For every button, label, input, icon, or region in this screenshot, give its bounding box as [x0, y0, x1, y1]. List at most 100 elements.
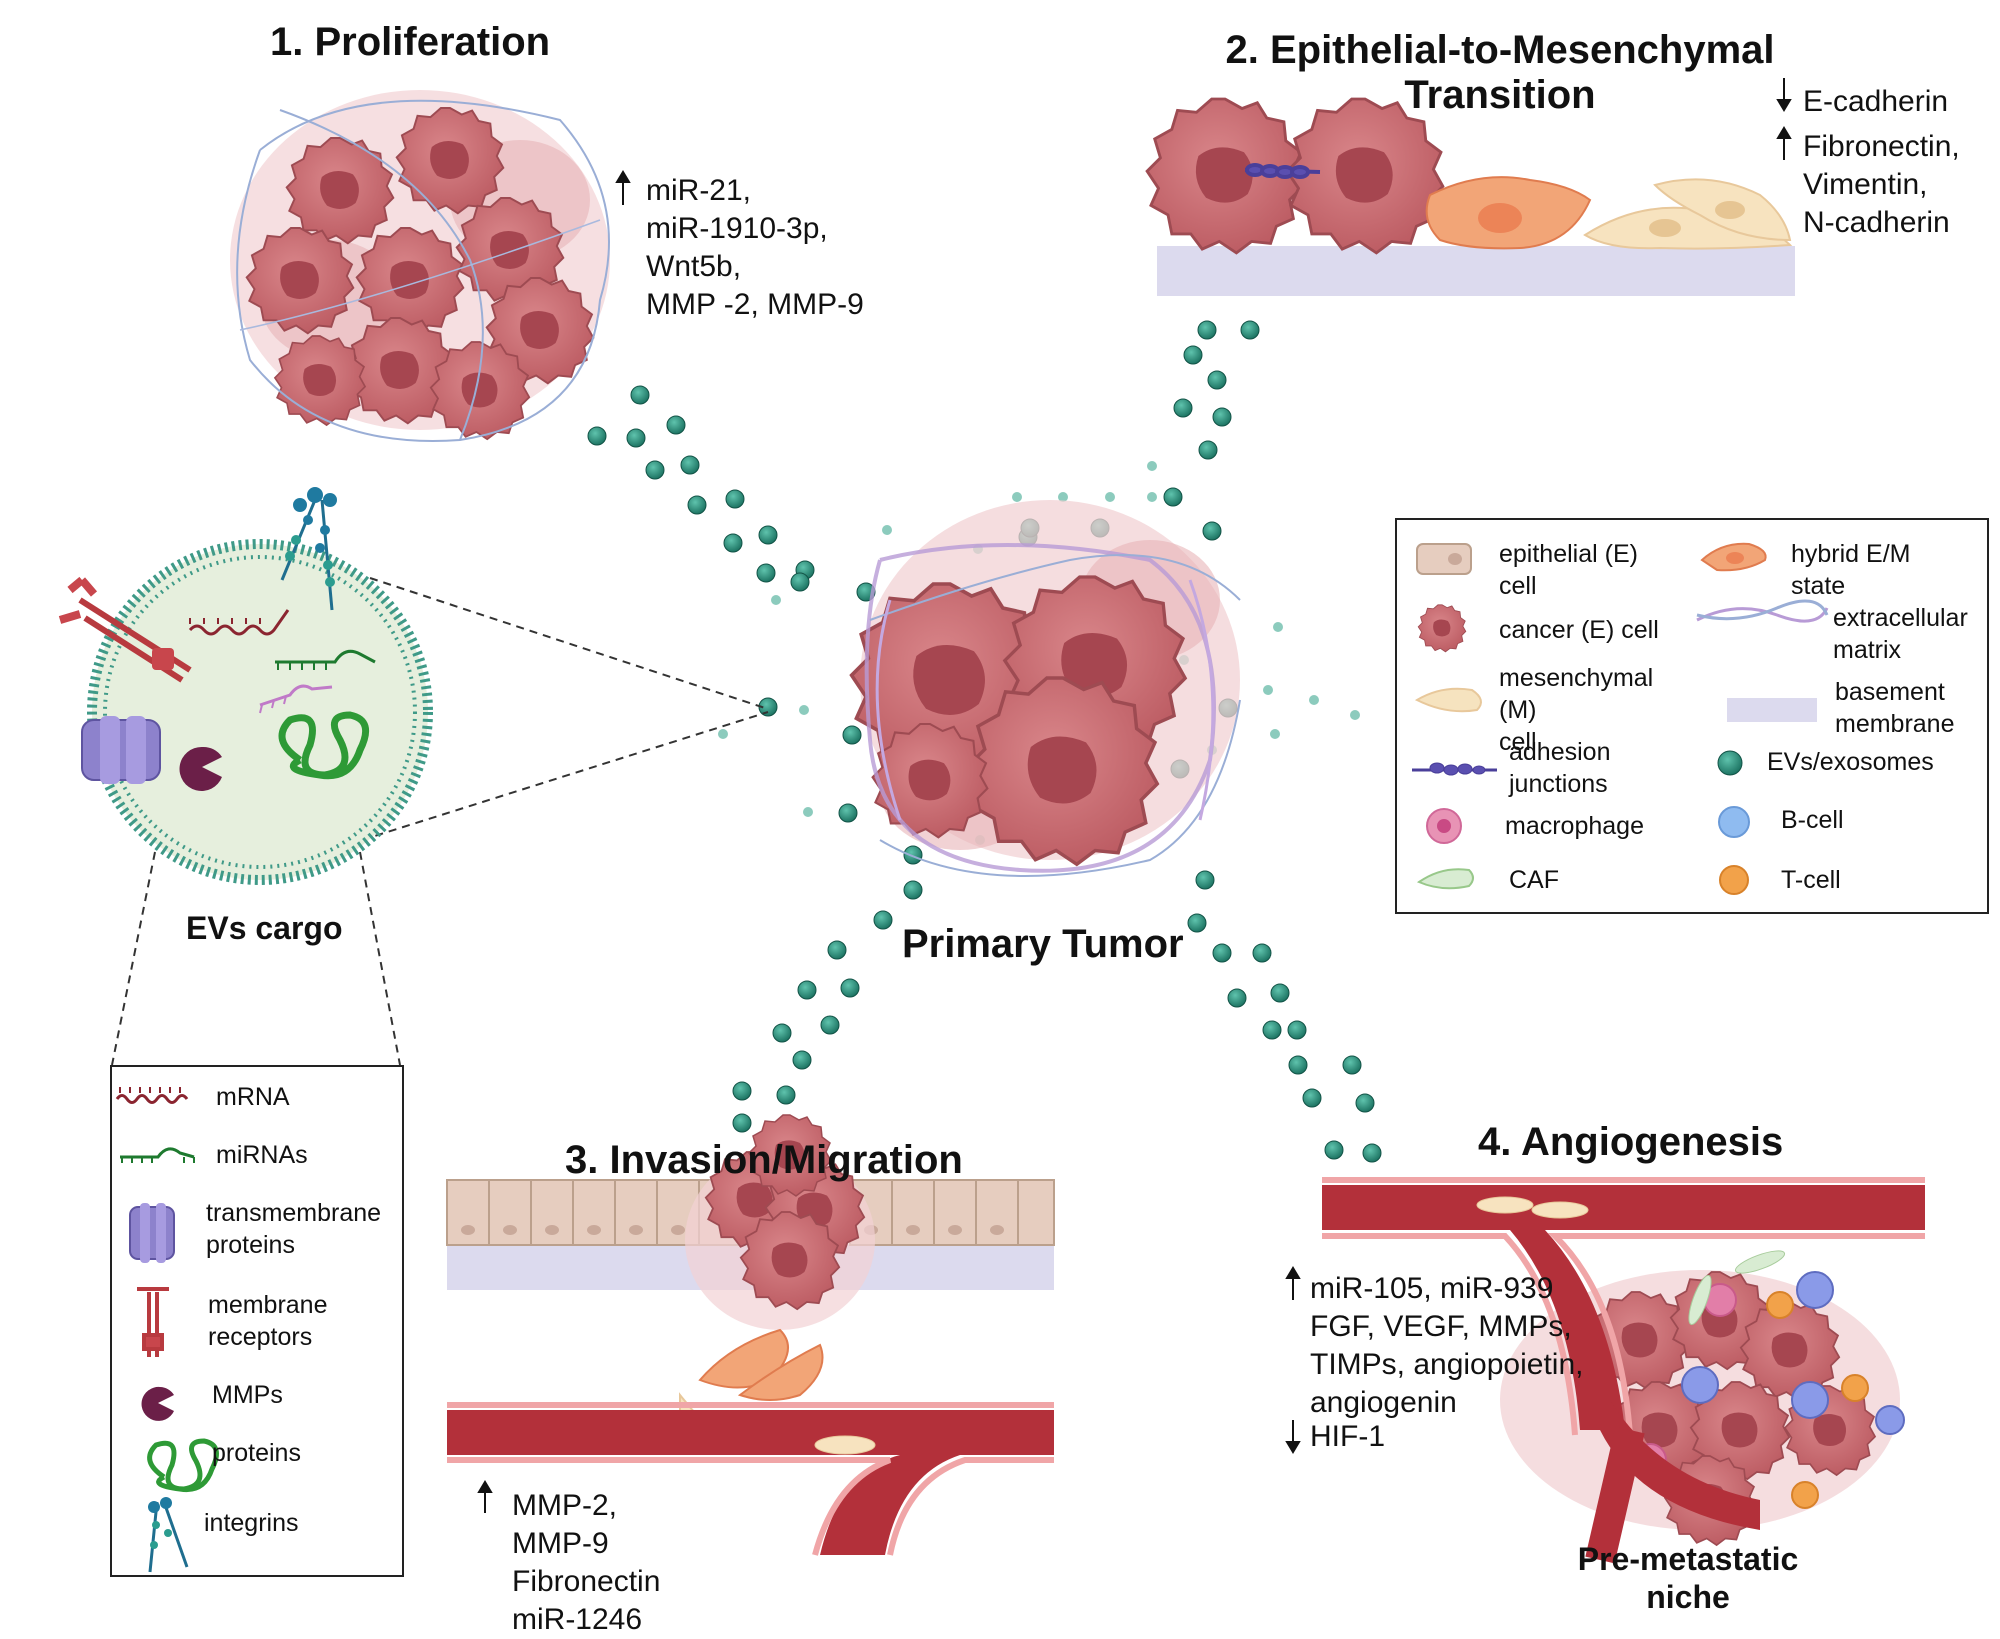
title-invasion: 3. Invasion/Migration: [565, 1138, 963, 1182]
epithelial-cell-icon: [1416, 543, 1472, 575]
evs-exosomes-icon: [1717, 750, 1743, 776]
invasion-marker: miR-1246: [512, 1603, 643, 1636]
proliferation-markers: miR-21, miR-1910-3p, Wnt5b, MMP -2, MMP-…: [646, 172, 864, 324]
legend-evs-exosomes: EVs/exosomes: [1767, 748, 1934, 776]
cargo-text: transmembrane: [206, 1199, 382, 1227]
invasion-marker: Fibronectin: [512, 1565, 661, 1598]
angiogenesis-marker-down: HIF-1: [1310, 1420, 1385, 1453]
emt-marker-up: Fibronectin,: [1803, 130, 1960, 163]
legend-text: adhesion: [1509, 738, 1611, 766]
legend-text: epithelial (E): [1499, 540, 1638, 568]
proteins-icon: [147, 1438, 219, 1493]
b-cell-icon: [1718, 806, 1750, 838]
cargo-proteins: proteins: [212, 1439, 301, 1467]
legend-text: membrane: [1835, 710, 1955, 738]
membrane-receptors-icon: [137, 1287, 169, 1357]
adhesion-junction: [1244, 163, 1321, 179]
title-proliferation: 1. Proliferation: [270, 20, 551, 64]
t-cell-icon: [1719, 865, 1749, 895]
cancer-cell-icon: [1417, 604, 1467, 653]
premetastatic-line2: niche: [1646, 1579, 1730, 1615]
adhesion-junction-icon: [1412, 762, 1497, 776]
legend-adhesion-junctions: adhesion junctions: [1509, 736, 1610, 800]
cell-legend-icons: [1412, 542, 1829, 895]
emt-illustration: [1145, 97, 1795, 296]
emt-marker-down: E-cadherin: [1803, 85, 1949, 118]
angiogenesis-markers-up: miR-105, miR-939 FGF, VEGF, MMPs, TIMPs,…: [1310, 1270, 1583, 1422]
legend-cancer-cell: cancer (E) cell: [1499, 616, 1659, 644]
emt-marker-up: Vimentin,: [1803, 168, 1928, 201]
proliferation-marker: Wnt5b,: [646, 250, 742, 283]
legend-t-cell: T-cell: [1781, 866, 1841, 894]
invasion-marker: MMP-9: [512, 1527, 609, 1560]
legend-macrophage: macrophage: [1505, 812, 1644, 840]
invasion-marker: MMP-2,: [512, 1489, 617, 1522]
basement-membrane-emt: [1157, 246, 1795, 296]
cargo-mirnas: miRNAs: [216, 1141, 308, 1169]
angiogenesis-marker-up: TIMPs, angiopoietin,: [1310, 1348, 1584, 1381]
cargo-integrins: integrins: [204, 1509, 299, 1537]
legend-text: cell: [1499, 572, 1537, 600]
cargo-mrna: mRNA: [216, 1083, 290, 1111]
mesenchymal-cell-icon: [1414, 687, 1482, 713]
title-evs-cargo: EVs cargo: [186, 910, 343, 946]
primary-tumor-illustration: [849, 500, 1241, 877]
cargo-membrane-receptors: membrane receptors: [208, 1289, 328, 1353]
legend-text: matrix: [1833, 636, 1902, 664]
mmps-icon: [141, 1386, 174, 1421]
title-emt: 2. Epithelial-to-Mesenchymal Transition: [1180, 28, 1820, 118]
proliferation-tumor-illustration: [230, 90, 610, 442]
legend-text: state: [1791, 572, 1846, 600]
legend-text: mesenchymal: [1499, 664, 1654, 692]
invasion-illustration: [446, 1114, 1055, 1556]
cargo-mmps: MMPs: [212, 1381, 283, 1409]
cargo-text: proteins: [206, 1231, 295, 1259]
legend-b-cell: B-cell: [1781, 806, 1844, 834]
premetastatic-line1: Pre-metastatic: [1577, 1541, 1799, 1577]
cargo-legend: mRNA miRNAs transmembrane proteins membr…: [110, 1065, 404, 1577]
legend-hybrid-state: hybrid E/M state: [1791, 538, 1910, 602]
title-premetastatic-niche: Pre-metastatic niche: [1548, 1540, 1828, 1616]
transmembrane-proteins-icon: [129, 1203, 175, 1263]
proliferation-marker: miR-1910-3p,: [646, 212, 828, 245]
extracellular-matrix-icon: [1696, 599, 1829, 623]
emt-marker-up: N-cadherin: [1803, 206, 1950, 239]
legend-text: cell: [1499, 728, 1537, 756]
legend-text: hybrid E/M: [1791, 540, 1911, 568]
title-angiogenesis: 4. Angiogenesis: [1478, 1120, 1784, 1164]
ev-vesicle-illustration: [58, 487, 769, 1066]
angiogenesis-marker-up: FGF, VEGF, MMPs,: [1310, 1310, 1572, 1343]
cell-legend: epithelial (E) cell cancer (E) cell mese…: [1395, 518, 1989, 914]
mrna-icon: [115, 1087, 189, 1104]
legend-caf: CAF: [1509, 866, 1559, 894]
mirnas-icon: [120, 1147, 195, 1163]
macrophage-icon: [1426, 808, 1462, 844]
proliferation-marker: miR-21,: [646, 174, 752, 207]
legend-extracellular-matrix: extracellular matrix: [1833, 602, 1968, 666]
emt-markers-up: Fibronectin, Vimentin, N-cadherin: [1803, 128, 1960, 242]
legend-epithelial-cell: epithelial (E) cell: [1499, 538, 1638, 602]
cargo-text: membrane: [208, 1291, 328, 1319]
basement-membrane-icon: [1727, 698, 1817, 722]
legend-basement-membrane: basement membrane: [1835, 676, 1955, 740]
title-primary-tumor: Primary Tumor: [902, 922, 1184, 966]
integrins-icon: [148, 1497, 189, 1573]
small-ev-particles: [718, 461, 1360, 845]
angiogenesis-marker-up: miR-105, miR-939: [1310, 1272, 1554, 1305]
legend-text: basement: [1835, 678, 1945, 706]
angiogenesis-illustration: [1322, 1177, 1925, 1564]
title-emt-line1: 2. Epithelial-to-Mesenchymal: [1225, 28, 1775, 72]
cargo-legend-icons: [115, 1087, 219, 1573]
legend-text: junctions: [1509, 770, 1608, 798]
cargo-text: receptors: [208, 1323, 313, 1351]
legend-text: (M): [1499, 696, 1537, 724]
cargo-transmembrane-proteins: transmembrane proteins: [206, 1197, 381, 1261]
proliferation-marker: MMP -2, MMP-9: [646, 288, 864, 321]
invasion-markers: MMP-2, MMP-9 Fibronectin miR-1246: [512, 1487, 660, 1639]
title-emt-line2: Transition: [1404, 73, 1596, 117]
caf-icon: [1416, 868, 1474, 890]
angiogenesis-marker-up: angiogenin: [1310, 1386, 1457, 1419]
angiogenesis-markers-down: HIF-1: [1310, 1418, 1385, 1456]
emt-markers-down: E-cadherin: [1803, 83, 1948, 121]
legend-text: extracellular: [1833, 604, 1968, 632]
